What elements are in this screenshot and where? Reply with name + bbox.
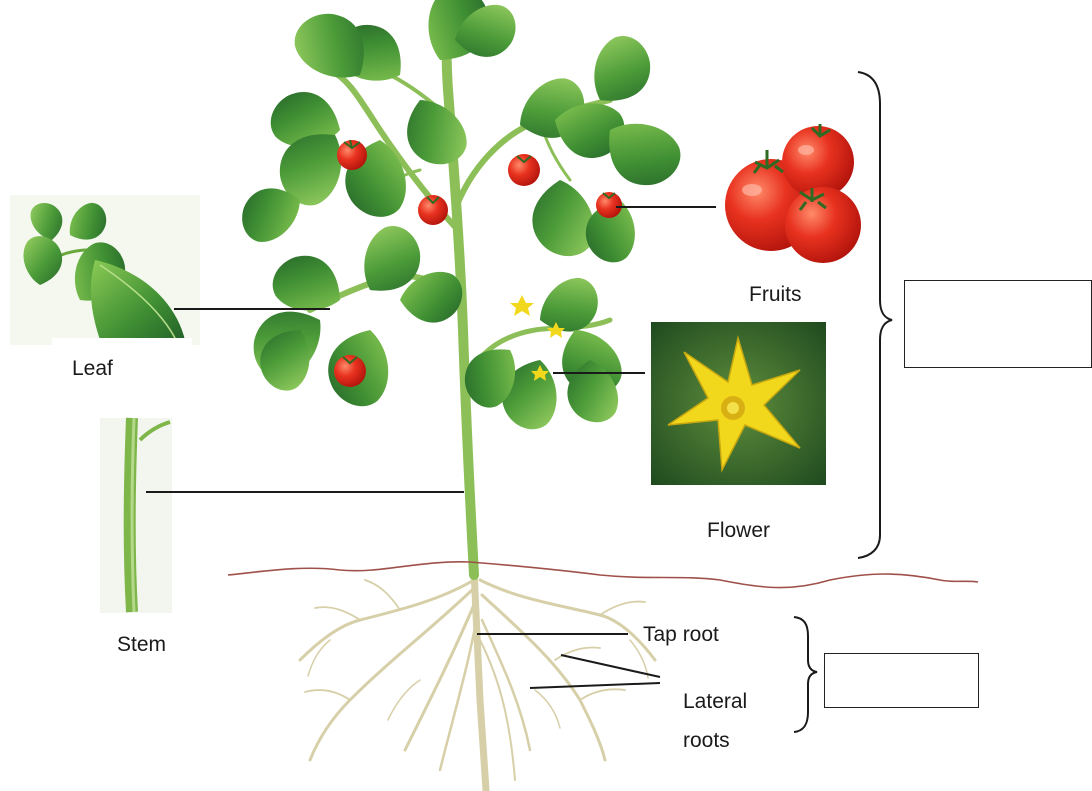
lateral-roots-label-line1: Lateral <box>683 691 747 712</box>
fruits-label: Fruits <box>749 282 802 302</box>
leaf-photo <box>10 195 200 382</box>
flower-label: Flower <box>707 520 770 541</box>
flower-photo <box>651 322 826 485</box>
tap-root-label: Tap root <box>643 624 719 645</box>
root-system-brace <box>794 617 817 732</box>
stem-label: Stem <box>117 634 166 655</box>
lateral-roots-label-line2: roots <box>683 730 730 751</box>
leaf-label: Leaf <box>72 358 113 379</box>
root-system-answer-box[interactable] <box>824 653 979 708</box>
shoot-system-answer-box[interactable] <box>904 280 1092 368</box>
fruits-photo <box>725 124 861 263</box>
roots <box>300 570 655 790</box>
soil-line <box>228 562 978 588</box>
stem-photo <box>100 418 172 613</box>
shoot-system-brace <box>858 72 892 558</box>
